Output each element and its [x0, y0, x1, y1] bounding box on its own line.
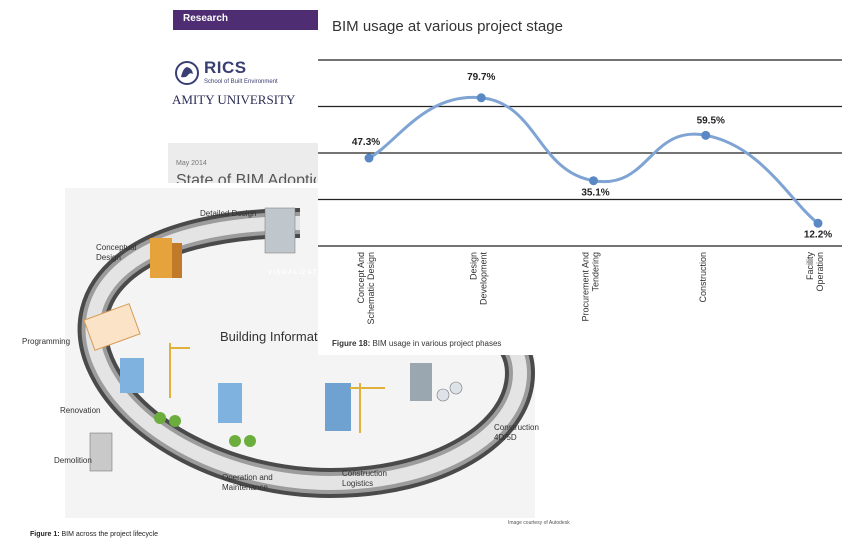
figure-1-caption-text: BIM across the project lifecycle	[59, 531, 159, 538]
lifecycle-label-detailed-design: Detailed Design	[200, 209, 257, 218]
figure-1-caption: Figure 1: BIM across the project lifecyc…	[30, 531, 158, 538]
image-credit: Image courtesy of Autodesk	[508, 520, 570, 526]
x-tick-label: Procurement AndTendering	[581, 252, 601, 322]
rics-subtitle: School of Built Environment	[204, 79, 278, 85]
data-point	[701, 130, 711, 140]
document-icon	[83, 303, 141, 351]
data-point	[364, 153, 374, 163]
figure-18-caption: Figure 18: BIM usage in various project …	[332, 339, 501, 348]
figure-1-caption-label: Figure 1:	[30, 531, 60, 538]
rics-lion-icon	[175, 61, 199, 85]
lifecycle-label-demolition: Demolition	[54, 456, 92, 465]
gauge-icon	[436, 381, 463, 402]
rics-logo-text: RICS	[204, 58, 247, 77]
building-information-label: Building Informat	[220, 329, 318, 344]
chart-page: BIM usage at various project stage 47.3%…	[318, 0, 842, 355]
lifecycle-label-conceptual-design: Conceptual Design	[96, 243, 137, 262]
lifecycle-label-operation: Operation and Maintenance	[222, 473, 273, 492]
lifecycle-label-renovation: Renovation	[60, 406, 101, 415]
amity-university-label: AMITY UNIVERSITY	[172, 92, 296, 107]
data-point	[813, 218, 823, 228]
figure-18-caption-label: Figure 18:	[332, 339, 371, 348]
x-tick-label: DesignDevelopment	[468, 252, 488, 306]
cover-title: State of BIM Adoption	[176, 172, 316, 185]
figure-18-caption-text: BIM usage in various project phases	[370, 339, 502, 348]
data-label: 79.7%	[467, 72, 495, 83]
visualization-ring-label: VISUALIZAT	[268, 270, 318, 276]
report-date: May 2014	[176, 160, 207, 167]
data-label: 59.5%	[697, 115, 725, 126]
lifecycle-label-construction-logistics: Construction Logistics	[342, 469, 387, 488]
data-label: 35.1%	[581, 188, 609, 199]
research-label: Research	[183, 13, 229, 24]
data-point	[589, 176, 598, 186]
building-icon	[89, 207, 432, 472]
x-tick-label: Concept AndSchematic Design	[356, 252, 376, 325]
tree-icon	[154, 412, 256, 447]
chart-title: BIM usage at various project stage	[332, 18, 563, 35]
x-tick-label: Construction	[698, 252, 708, 303]
line-chart: 47.3% 79.7% 35.1% 59.5% 12.2% Concept AndSche…	[318, 59, 842, 325]
crane-icon	[169, 343, 385, 433]
lifecycle-label-construction-4d5d: Construction 4D/5D	[494, 423, 539, 442]
data-point	[476, 93, 486, 103]
data-label: 12.2%	[804, 229, 832, 240]
x-tick-label: FacilityOperation	[805, 252, 825, 292]
lifecycle-label-programming: Programming	[22, 337, 71, 346]
data-label: 47.3%	[352, 137, 380, 148]
series-line	[368, 95, 819, 225]
